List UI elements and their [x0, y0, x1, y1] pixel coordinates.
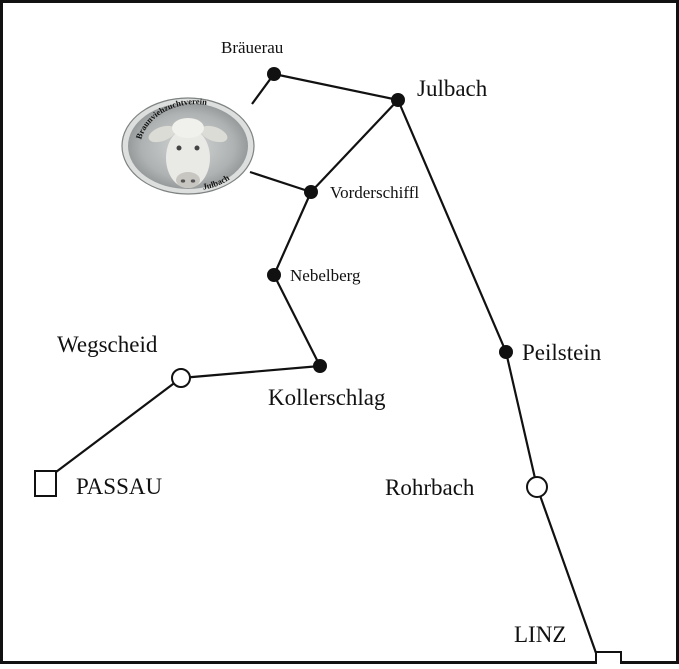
town-markers: [171, 368, 548, 498]
label-rohrbach: Rohrbach: [385, 475, 475, 500]
road-logo-vorderschiffl: [249, 170, 312, 194]
marker-kollerschlag: [313, 359, 327, 373]
label-braeuerau: Bräuerau: [221, 38, 284, 57]
label-linz: LINZ: [514, 622, 566, 647]
label-julbach: Julbach: [417, 76, 488, 101]
label-wegscheid: Wegscheid: [57, 332, 158, 357]
label-passau: PASSAU: [76, 474, 162, 499]
marker-peilstein: [499, 345, 513, 359]
marker-rohrbach: [526, 476, 548, 498]
road-julbach-linz: [396, 99, 598, 654]
marker-vorderschiffl: [304, 185, 318, 199]
marker-wegscheid: [171, 368, 191, 388]
marker-braeuerau: [267, 67, 281, 81]
cow-head-icon: [148, 118, 228, 188]
marker-linz: [595, 651, 622, 669]
label-peilstein: Peilstein: [522, 340, 602, 365]
village-markers: [267, 67, 513, 373]
road-julbach-vorderschiffl: [310, 99, 399, 193]
marker-julbach: [391, 93, 405, 107]
label-kollerschlag: Kollerschlag: [268, 385, 386, 410]
marker-passau: [34, 470, 57, 497]
label-nebelberg: Nebelberg: [290, 266, 361, 285]
label-vorderschiffl: Vorderschiffl: [330, 183, 419, 202]
marker-nebelberg: [267, 268, 281, 282]
